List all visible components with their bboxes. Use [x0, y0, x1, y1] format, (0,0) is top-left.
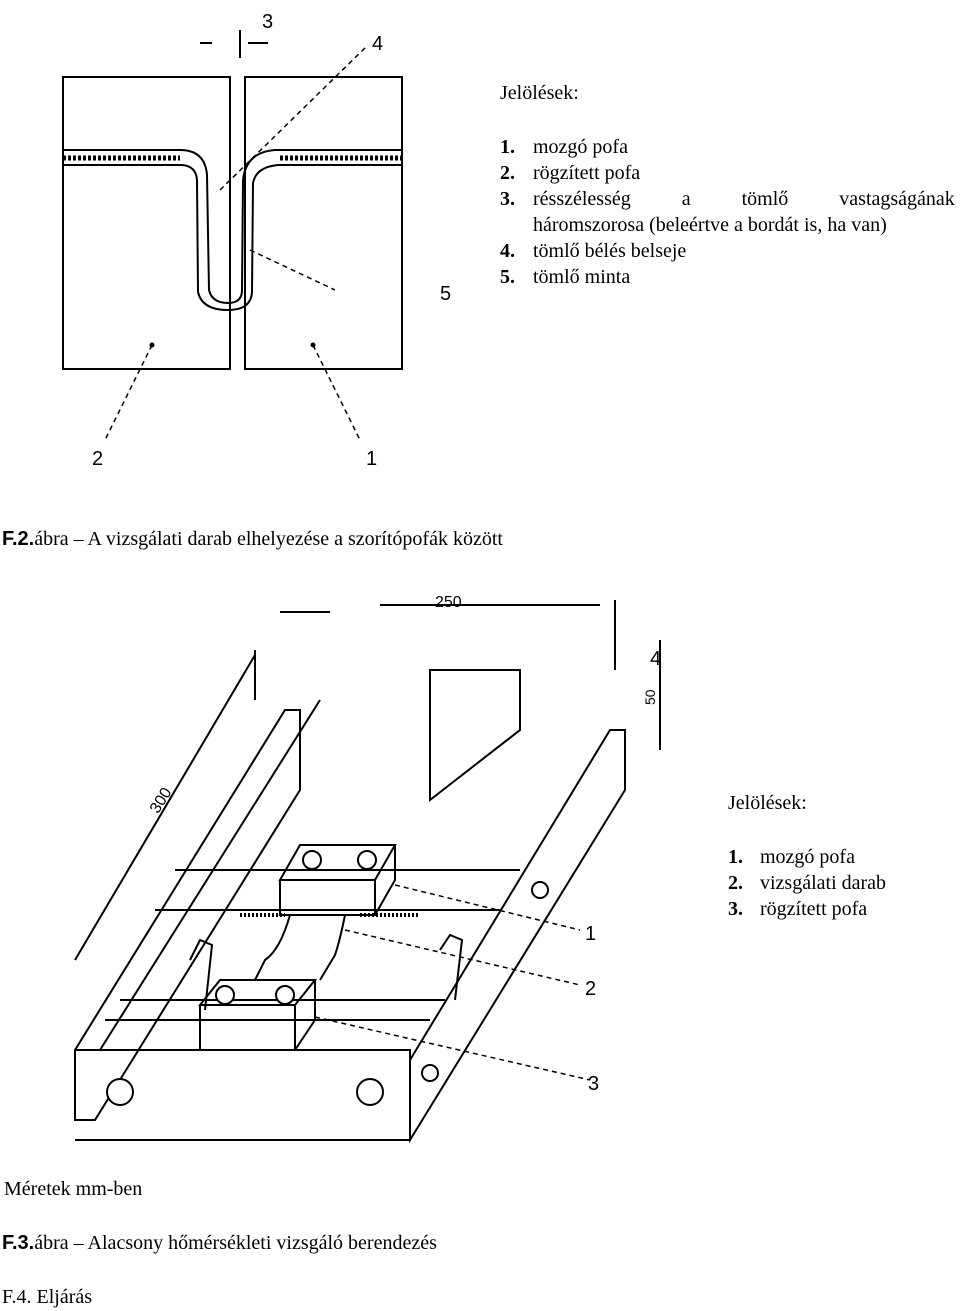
- legend-num: 3.: [500, 188, 515, 210]
- legend-item: vizsgálati darab: [760, 872, 887, 894]
- dim-50: 50: [642, 689, 658, 705]
- callout-4: 4: [650, 648, 661, 670]
- legend-title: Jelölések:: [500, 82, 579, 104]
- moving-jaw: [244, 76, 403, 370]
- gap-dimension: [200, 30, 268, 58]
- callout-1: 1: [585, 923, 596, 945]
- legend-item-cont: háromszorosa (beleértve a bordát is, ha …: [533, 214, 887, 236]
- caption-number: F.2.: [2, 528, 35, 550]
- legend-num: 4.: [500, 240, 515, 262]
- legend-item: rögzített pofa: [760, 898, 868, 920]
- legend-item: résszélesség a tömlő vastagságának: [533, 188, 955, 210]
- fixed-jaw: [62, 76, 231, 370]
- legend-item: rögzített pofa: [533, 162, 641, 184]
- figure2-caption: F.3.ábra – Alacsony hőmérsékleti vizsgál…: [2, 1230, 437, 1256]
- legend-num: 3.: [728, 898, 743, 920]
- legend-item: mozgó pofa: [760, 846, 855, 868]
- hose-sample: [63, 149, 402, 312]
- callout-4: 4: [372, 33, 383, 55]
- legend-num: 1.: [500, 136, 515, 158]
- legend-num: 2.: [500, 162, 515, 184]
- legend-title: Jelölések:: [728, 792, 807, 814]
- section-heading: F.4. Eljárás: [2, 1286, 93, 1308]
- callout-2: 2: [585, 978, 596, 1000]
- callout-3: 3: [262, 11, 273, 33]
- callout-2: 2: [92, 448, 103, 470]
- caption-number: F.3.: [2, 1232, 35, 1254]
- figure1-caption: F.2.ábra – A vizsgálati darab elhelyezés…: [2, 526, 503, 552]
- caption-text: ábra – A vizsgálati darab elhelyezése a …: [34, 528, 503, 550]
- units-note: Méretek mm-ben: [4, 1178, 143, 1200]
- callout-3: 3: [588, 1073, 599, 1095]
- legend-num: 1.: [728, 846, 743, 868]
- legend-item: tömlő minta: [533, 266, 631, 288]
- legend-num: 2.: [728, 872, 743, 894]
- legend-item: mozgó pofa: [533, 136, 628, 158]
- callout-5: 5: [440, 283, 451, 305]
- dim-300: 300: [147, 785, 176, 817]
- figure2-legend: Jelölések: 1. mozgó pofa 2. vizsgálati dar…: [728, 790, 948, 922]
- legend-item: tömlő bélés belseje: [533, 240, 687, 262]
- figure1-legend: Jelölések: 1. mozgó pofa 2. rögzített pofa…: [500, 80, 955, 290]
- figure1-drawing: 3 4 5 2 1: [62, 11, 451, 470]
- legend-num: 5.: [500, 266, 515, 288]
- callout-1: 1: [366, 448, 377, 470]
- dim-250: 250: [435, 594, 462, 611]
- figure2-drawing: 250 50 300 4 1 2 3: [74, 594, 661, 1144]
- caption-text: ábra – Alacsony hőmérsékleti vizsgáló be…: [34, 1232, 437, 1254]
